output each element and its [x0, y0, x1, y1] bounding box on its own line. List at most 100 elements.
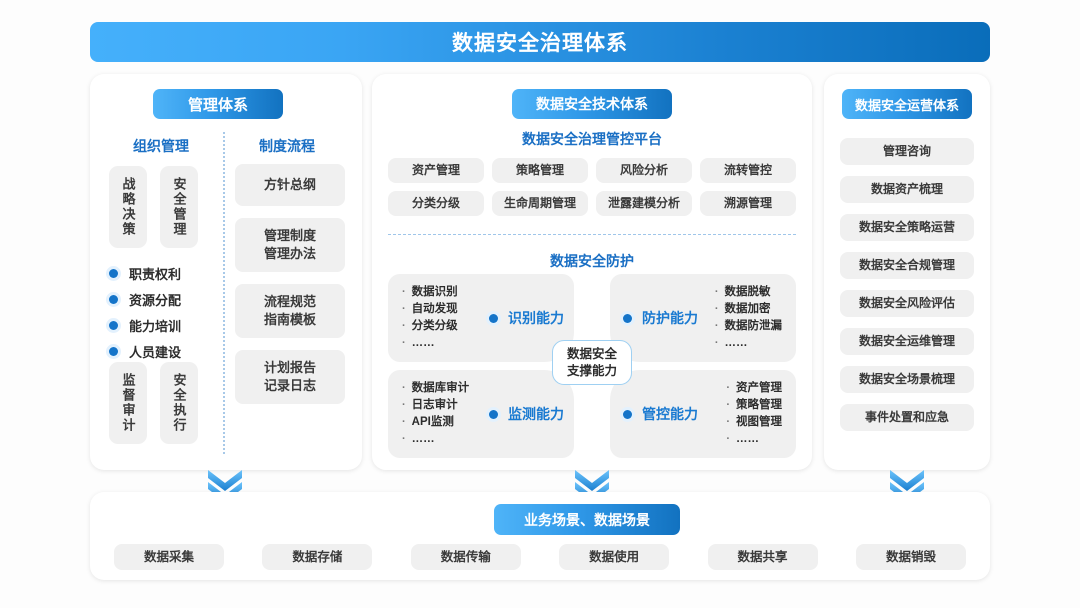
list-bullet-icon: · — [714, 336, 719, 349]
platform-chip[interactable]: 溯源管理 — [700, 191, 796, 216]
operations-item[interactable]: 管理咨询 — [840, 138, 974, 165]
list-bullet-icon: · — [714, 286, 719, 299]
protection-heading: 数据安全防护 — [550, 253, 634, 269]
page-title-banner: 数据安全治理体系 — [90, 22, 990, 62]
process-chip[interactable]: 流程规范指南模板 — [235, 284, 345, 338]
list-bullet-icon: · — [402, 416, 406, 428]
org-bullet-item[interactable]: 能力培训 — [106, 312, 218, 338]
quadrant-monitor[interactable]: · 数据库审计 · 日志审计 · API监测 · …… 监测能力 — [388, 370, 574, 458]
quadrant-item-list: ·数据识别 ·自动发现 ·分类分级 ·…… — [402, 284, 458, 352]
list-bullet-icon: · — [402, 432, 406, 445]
operations-system-panel: 数据安全运营体系 管理咨询 数据资产梳理 数据安全策略运营 数据安全合规管理 数… — [824, 74, 990, 470]
operations-item[interactable]: 事件处置和应急 — [840, 404, 974, 431]
technology-system-badge[interactable]: 数据安全技术体系 — [512, 89, 672, 119]
list-bullet-icon: · — [714, 320, 719, 332]
quadrant-item-list: ·数据脱敏 ·数据加密 ·数据防泄漏 ·…… — [715, 284, 782, 352]
capability-label: 防护能力 — [642, 310, 698, 326]
scenario-chip[interactable]: 数据使用 — [559, 544, 670, 570]
quadrant-capability: 监测能力 — [486, 404, 564, 424]
quadrant-control[interactable]: 管控能力 ·资产管理 ·策略管理 ·视图管理 ·…… — [610, 370, 796, 458]
platform-chip[interactable]: 资产管理 — [388, 158, 484, 183]
operations-item[interactable]: 数据安全风险评估 — [840, 290, 974, 317]
org-bullet-label: 职责权利 — [129, 266, 182, 282]
quadrant-item: 分类分级 — [411, 320, 458, 332]
quadrant-item: 视图管理 — [736, 416, 782, 428]
quadrant-item: 日志审计 — [411, 399, 458, 412]
bullet-dot-icon — [106, 265, 121, 281]
platform-chip[interactable]: 流转管控 — [700, 158, 796, 183]
quadrant-item-list: · 数据库审计 · 日志审计 · API监测 · …… — [402, 380, 469, 448]
operations-item[interactable]: 数据资产梳理 — [840, 176, 974, 203]
operations-system-badge[interactable]: 数据安全运营体系 — [842, 89, 972, 119]
operations-item[interactable]: 数据安全合规管理 — [840, 252, 974, 279]
org-bullet-label: 资源分配 — [129, 292, 182, 308]
list-bullet-icon: · — [402, 382, 406, 395]
platform-chip[interactable]: 风险分析 — [596, 158, 692, 183]
quadrant-capability: 防护能力 — [620, 308, 698, 328]
vertical-box-supervision-audit[interactable]: 监督审计 — [109, 362, 147, 444]
management-system-badge[interactable]: 管理体系 — [153, 89, 283, 119]
scenario-chip[interactable]: 数据共享 — [707, 544, 818, 570]
process-system-heading: 制度流程 — [259, 138, 315, 154]
platform-chip[interactable]: 生命周期管理 — [492, 191, 588, 216]
quadrant-protect[interactable]: 防护能力 ·数据脱敏 ·数据加密 ·数据防泄漏 ·…… — [610, 274, 796, 362]
vertical-box-security-management[interactable]: 安全管理 — [160, 166, 198, 248]
capability-dot-icon — [620, 310, 635, 326]
vertical-box-strategic-decision[interactable]: 战略决策 — [109, 166, 147, 248]
org-management-heading: 组织管理 — [133, 138, 189, 154]
management-system-panel: 管理体系 组织管理 制度流程 战略决策 安全管理 监督审计 安全执行 职责权利 … — [90, 74, 362, 470]
quadrant-item: …… — [411, 432, 435, 445]
process-chip[interactable]: 计划报告记录日志 — [235, 350, 345, 404]
quadrant-capability: 管控能力 — [620, 404, 698, 424]
scenario-chip[interactable]: 数据采集 — [114, 544, 224, 570]
list-bullet-icon: · — [402, 399, 406, 412]
platform-chip[interactable]: 策略管理 — [492, 158, 588, 183]
quadrant-item: 资产管理 — [736, 382, 782, 395]
scenario-chip[interactable]: 数据存储 — [262, 544, 373, 570]
process-chip[interactable]: 管理制度管理办法 — [235, 218, 345, 272]
bullet-dot-icon — [106, 291, 121, 307]
org-bullet-item[interactable]: 资源分配 — [106, 286, 218, 312]
technology-system-panel: 数据安全技术体系 数据安全治理管控平台 资产管理 策略管理 风险分析 流转管控 … — [372, 74, 812, 470]
quadrant-identify[interactable]: ·数据识别 ·自动发现 ·分类分级 ·…… 识别能力 — [388, 274, 574, 362]
capability-dot-icon — [620, 406, 635, 422]
operations-item[interactable]: 数据安全策略运营 — [840, 214, 974, 241]
operations-item-list: 管理咨询 数据资产梳理 数据安全策略运营 数据安全合规管理 数据安全风险评估 数… — [840, 138, 974, 442]
platform-chip[interactable]: 分类分级 — [388, 191, 484, 216]
list-bullet-icon: · — [714, 303, 719, 316]
list-bullet-icon: · — [402, 286, 406, 299]
scenario-chip[interactable]: 数据传输 — [410, 544, 521, 570]
org-bullet-item[interactable]: 职责权利 — [106, 260, 218, 286]
quadrant-item: …… — [724, 336, 748, 349]
capability-label: 识别能力 — [508, 310, 564, 326]
platform-heading: 数据安全治理管控平台 — [522, 131, 662, 147]
section-divider — [388, 234, 796, 235]
scenario-chip-row: 数据采集 数据存储 数据传输 数据使用 数据共享 数据销毁 — [114, 544, 966, 570]
vertical-box-security-execution[interactable]: 安全执行 — [160, 362, 198, 444]
list-bullet-icon: · — [726, 399, 730, 412]
operations-item[interactable]: 数据安全场景梳理 — [840, 366, 974, 393]
capability-label: 监测能力 — [508, 406, 564, 422]
bullet-dot-icon — [106, 317, 121, 333]
page-title: 数据安全治理体系 — [452, 32, 628, 55]
list-bullet-icon: · — [726, 382, 730, 395]
org-bullet-label: 能力培训 — [129, 318, 182, 334]
process-chip[interactable]: 方针总纲 — [235, 164, 345, 206]
quadrant-item: 数据识别 — [411, 286, 458, 299]
list-bullet-icon: · — [726, 416, 730, 428]
scenario-chip[interactable]: 数据销毁 — [855, 544, 966, 570]
list-bullet-icon: · — [402, 303, 406, 316]
support-capability-badge[interactable]: 数据安全支撑能力 — [552, 340, 632, 385]
org-bullet-item[interactable]: 人员建设 — [106, 338, 218, 364]
platform-chip[interactable]: 泄露建模分析 — [596, 191, 692, 216]
quadrant-item: 数据库审计 — [411, 382, 470, 395]
list-bullet-icon: · — [402, 320, 406, 332]
quadrant-item: 数据加密 — [724, 303, 771, 316]
quadrant-item: 策略管理 — [736, 399, 782, 412]
column-divider — [223, 132, 225, 454]
quadrant-item: API监测 — [411, 416, 454, 428]
list-bullet-icon: · — [726, 432, 730, 445]
business-scenario-badge[interactable]: 业务场景、数据场景 — [494, 504, 680, 535]
operations-item[interactable]: 数据安全运维管理 — [840, 328, 974, 355]
bullet-dot-icon — [106, 343, 121, 359]
